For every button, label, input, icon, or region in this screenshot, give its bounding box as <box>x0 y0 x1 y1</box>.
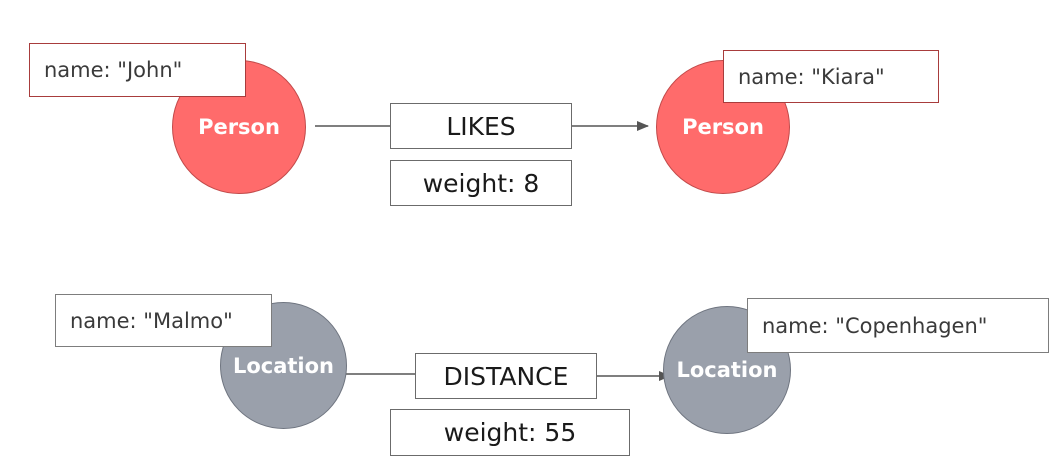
node-label: Location <box>676 358 778 382</box>
property-text: name: "John" <box>44 58 183 82</box>
property-box-kiara: name: "Kiara" <box>723 50 939 103</box>
property-text: weight: 8 <box>422 168 540 198</box>
relationship-type: LIKES <box>446 111 516 141</box>
relationship-property-weight: weight: 8 <box>390 160 572 206</box>
property-text: name: "Malmo" <box>70 308 233 333</box>
node-label: Location <box>232 353 335 378</box>
relationship-distance[interactable]: DISTANCE <box>415 353 597 399</box>
property-text: name: "Copenhagen" <box>762 313 988 338</box>
relationship-type: DISTANCE <box>443 361 569 391</box>
relationship-likes[interactable]: LIKES <box>390 103 572 149</box>
property-text: name: "Kiara" <box>738 64 885 89</box>
relationship-property-weight: weight: 55 <box>390 409 630 456</box>
node-label: Person <box>682 115 764 139</box>
property-box-copenhagen: name: "Copenhagen" <box>747 298 1049 353</box>
property-box-john: name: "John" <box>29 43 246 97</box>
property-text: weight: 55 <box>443 418 577 447</box>
node-label: Person <box>198 115 280 139</box>
property-box-malmo: name: "Malmo" <box>55 294 272 347</box>
